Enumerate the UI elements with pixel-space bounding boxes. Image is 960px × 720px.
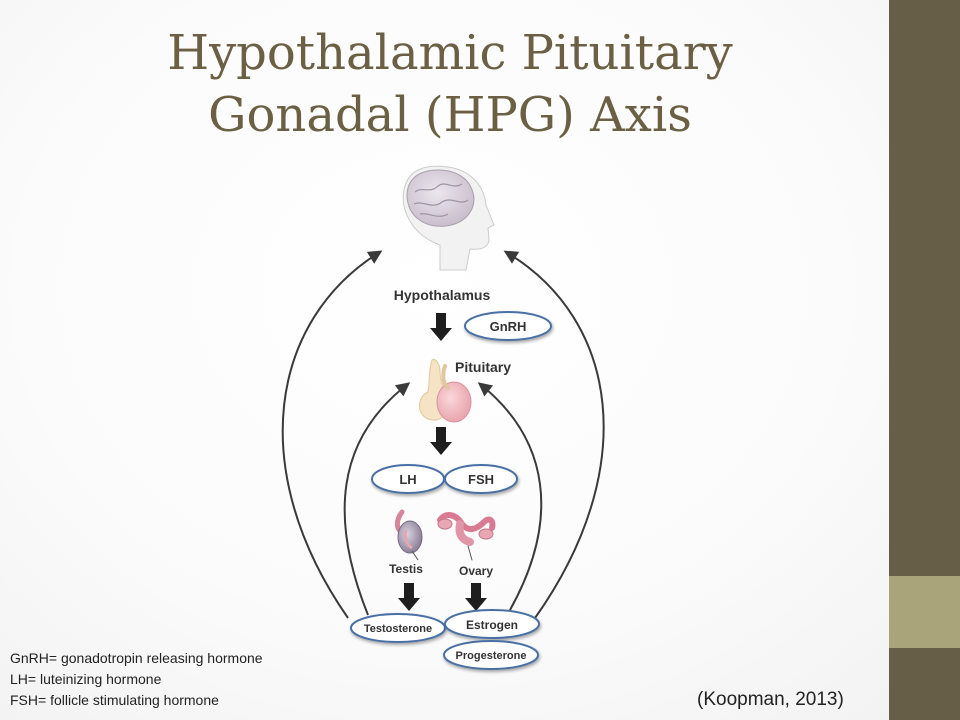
inner-left-feedback-arrow	[343, 382, 411, 616]
legend-item-gnrh: GnRH= gonadotropin releasing hormone	[10, 650, 263, 666]
legend-item-lh: LH= luteinizing hormone	[10, 671, 162, 687]
pill-gnrh	[464, 311, 552, 341]
pill-fsh	[444, 464, 518, 494]
testis-label: Testis	[389, 562, 423, 576]
slide-title: Hypothalamic Pituitary Gonadal (HPG) Axi…	[0, 22, 900, 146]
pill-fsh-label: FSH	[468, 472, 494, 487]
pill-testosterone-label: Testosterone	[364, 623, 432, 635]
pill-lh-label: LH	[399, 472, 416, 487]
down-arrow-testis	[398, 583, 420, 611]
pill-testosterone	[350, 613, 446, 643]
pill-estrogen-label: Estrogen	[466, 618, 518, 632]
abbreviation-legend: GnRH= gonadotropin releasing hormone LH=…	[10, 648, 263, 711]
pill-progesterone-label: Progesterone	[456, 650, 527, 662]
feedback-arrows	[281, 250, 605, 619]
outer-left-feedback-arrow	[281, 250, 383, 619]
ovary-icon	[437, 512, 496, 561]
legend-item-fsh: FSH= follicle stimulating hormone	[10, 692, 219, 708]
pill-estrogen	[444, 609, 540, 639]
outer-right-feedback-arrow	[503, 250, 605, 619]
pituitary-gland-icon	[419, 359, 472, 423]
pituitary-label: Pituitary	[455, 359, 511, 375]
hypothalamus-label: Hypothalamus	[394, 287, 491, 303]
side-bar-bottom	[889, 648, 960, 720]
down-arrow-hypothalamus	[430, 313, 452, 341]
side-bar-accent	[889, 576, 960, 648]
testis-icon	[394, 509, 423, 561]
citation: (Koopman, 2013)	[697, 689, 844, 710]
title-line-1: Hypothalamic Pituitary	[167, 25, 733, 81]
ovary-label: Ovary	[459, 564, 493, 578]
side-bar-dark	[889, 0, 960, 576]
down-arrow-pituitary	[430, 427, 452, 455]
down-arrows	[398, 313, 487, 611]
down-arrow-ovary	[465, 583, 487, 611]
head-brain-icon	[402, 165, 495, 271]
pill-progesterone	[443, 640, 539, 670]
pill-gnrh-label: GnRH	[490, 319, 527, 334]
title-line-2: Gonadal (HPG) Axis	[208, 87, 692, 143]
inner-right-feedback-arrow	[477, 382, 543, 611]
